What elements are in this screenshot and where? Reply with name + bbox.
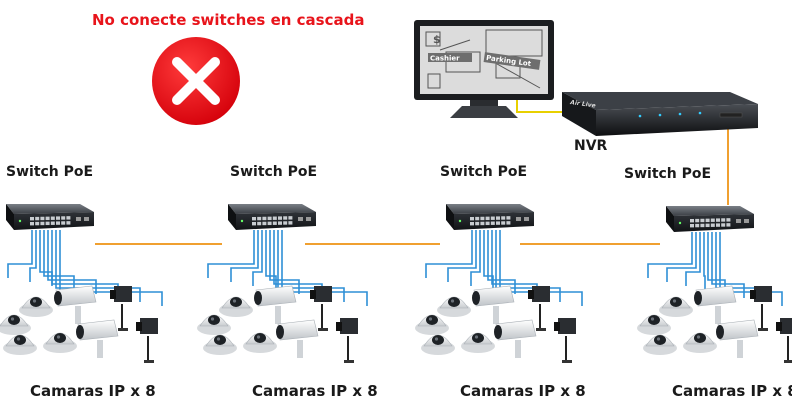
ip-camera-icon <box>716 319 759 358</box>
ip-camera-icon <box>76 319 119 358</box>
network-switch-icon <box>228 204 316 230</box>
poe-cable <box>425 230 473 278</box>
ip-camera-icon <box>554 318 576 363</box>
ip-camera-icon <box>528 286 550 331</box>
ip-camera-icon <box>336 318 358 363</box>
ip-camera-icon <box>54 285 97 324</box>
ip-camera-icon <box>110 286 132 331</box>
ip-camera-icon <box>276 319 319 358</box>
nvr-label: NVR <box>574 138 608 154</box>
camera-count-label: Camaras IP x 8 <box>460 382 586 400</box>
x-circle-icon <box>152 37 240 125</box>
poe-cable <box>647 232 693 278</box>
nvr-device-icon: Air Live <box>562 92 758 136</box>
ip-camera-icon <box>637 314 671 335</box>
ip-camera-icon <box>0 314 31 335</box>
poe-cable <box>47 230 97 294</box>
network-switch-icon <box>446 204 534 230</box>
ip-camera-icon <box>421 334 455 355</box>
ip-camera-icon <box>643 334 677 355</box>
poe-cable <box>269 230 300 294</box>
ip-camera-icon <box>254 285 297 324</box>
cameras <box>0 285 158 363</box>
nvr-brand: Air Live <box>569 99 596 110</box>
ip-camera-icon <box>43 332 77 353</box>
ip-camera-icon <box>683 332 717 353</box>
poe-cable <box>685 232 701 286</box>
poe-cable <box>470 230 481 286</box>
cameras <box>415 285 576 363</box>
poe-cable <box>277 230 345 302</box>
ip-camera-icon <box>472 285 515 324</box>
ip-camera-icon <box>415 314 449 335</box>
poe-cable <box>43 230 75 290</box>
poe-cable <box>7 230 33 278</box>
poe-cable <box>447 230 477 282</box>
ip-camera-icon <box>494 319 537 358</box>
poe-cable <box>207 230 255 278</box>
ip-camera-icon <box>659 296 693 317</box>
monitor-icon: $ Cashier Parking Lot <box>414 20 554 118</box>
ip-camera-icon <box>219 296 253 317</box>
poe-cable <box>55 230 141 302</box>
switch-label: Switch PoE <box>230 164 317 180</box>
ip-camera-icon <box>136 318 158 363</box>
poe-cable <box>29 230 37 282</box>
poe-cable <box>265 230 277 290</box>
svg-text:$: $ <box>433 33 441 46</box>
ip-camera-icon <box>203 334 237 355</box>
monitor-sign-cashier: Cashier <box>430 55 460 63</box>
ip-camera-icon <box>19 296 53 317</box>
ip-camera-icon <box>197 314 231 335</box>
switch-label: Switch PoE <box>440 164 527 180</box>
ip-camera-icon <box>694 285 737 324</box>
ip-camera-icon <box>776 318 792 363</box>
cameras <box>197 285 358 363</box>
switch-label: Switch PoE <box>6 164 93 180</box>
group-2: Switch PoE Camaras IP x 8 <box>197 164 378 400</box>
switch-label: Switch PoE <box>624 166 711 182</box>
poe-cable <box>666 232 697 282</box>
uplink-cables <box>95 118 729 245</box>
ip-camera-icon <box>437 296 471 317</box>
ip-camera-icon <box>243 332 277 353</box>
group-1: Switch PoE Camaras IP x 8 <box>0 164 163 400</box>
poe-cable <box>252 230 263 286</box>
poe-cable <box>487 230 516 294</box>
groups-layer: Switch PoE Camaras IP x 8 Switch PoE Camara… <box>0 164 792 400</box>
ip-camera-icon <box>3 334 37 355</box>
warning-title: No conecte switches en cascada <box>92 11 364 29</box>
group-3: Switch PoE Camaras IP x 8 <box>415 164 586 400</box>
cameras <box>637 285 792 363</box>
camera-count-label: Camaras IP x 8 <box>252 382 378 400</box>
poe-cable <box>39 230 53 286</box>
ip-camera-icon <box>750 286 772 331</box>
poe-cable <box>703 232 706 290</box>
network-switch-icon <box>6 204 94 230</box>
group-4: Switch PoE Camaras IP x 8 <box>624 166 792 400</box>
ip-camera-icon <box>310 286 332 331</box>
camera-count-label: Camaras IP x 8 <box>30 382 156 400</box>
ip-camera-icon <box>461 332 495 353</box>
poe-cable <box>711 232 745 298</box>
network-switch-icon <box>666 206 754 232</box>
camera-count-label: Camaras IP x 8 <box>672 382 792 400</box>
poe-cable <box>230 230 259 282</box>
poe-cable <box>495 230 561 302</box>
